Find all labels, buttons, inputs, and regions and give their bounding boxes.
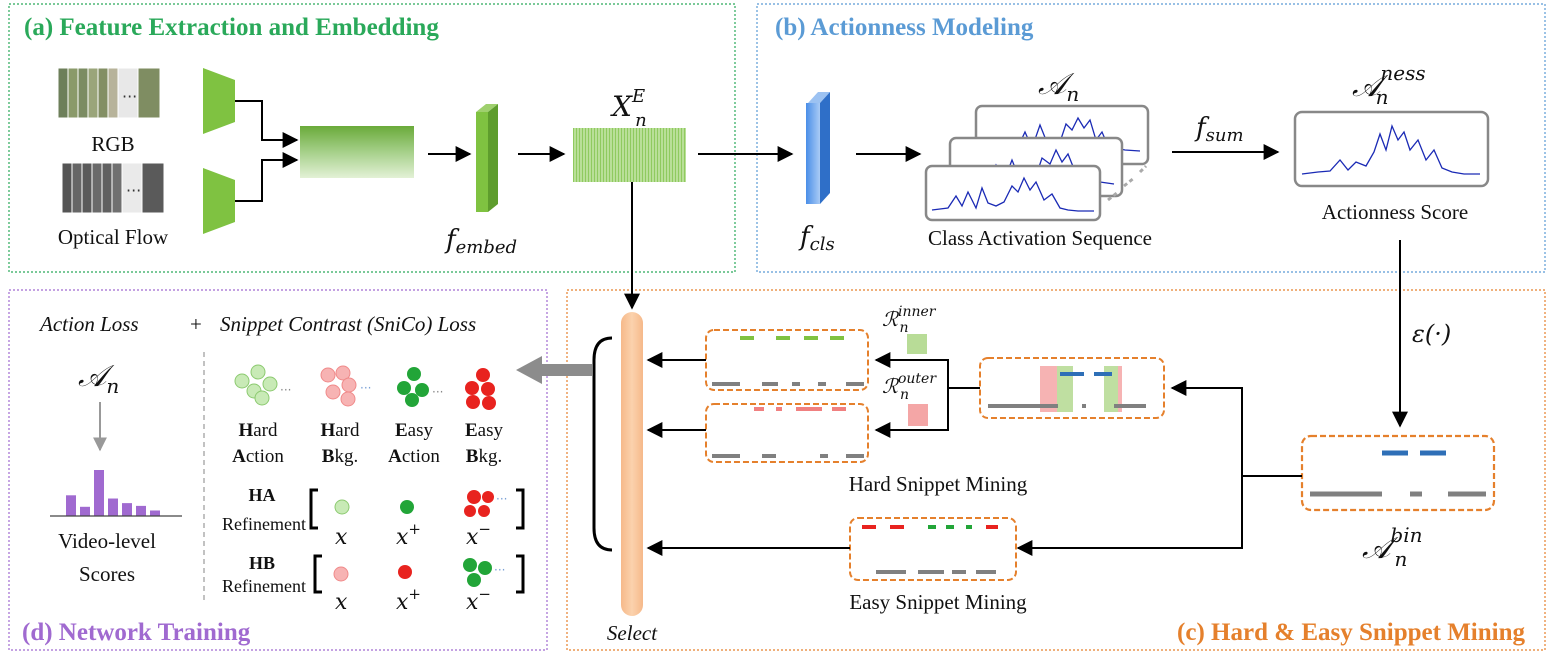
video-score-bar (94, 470, 104, 516)
output-arrow (516, 356, 592, 384)
video-score-bar (122, 503, 132, 516)
ha-x-minus: x− (466, 520, 491, 550)
section-b-title: (b) Actionness Modeling (775, 14, 1034, 41)
easy-action-cluster-icon: ··· (397, 367, 443, 407)
binarized-box (1300, 434, 1496, 512)
select-bar (621, 312, 643, 616)
group-label-line: Hard (320, 420, 360, 441)
f-sum-label: fsum (1194, 113, 1244, 146)
ha-refinement-label: Refinement (222, 514, 306, 534)
group-label-line: Action (232, 446, 284, 467)
actionness-caption: Actionness Score (1322, 200, 1468, 224)
epsilon-label: ε(·) (1412, 320, 1451, 348)
group-label-line: Easy (465, 420, 504, 441)
section-c-title: (c) Hard & Easy Snippet Mining (1177, 619, 1525, 646)
group-label-line: Bkg. (466, 446, 502, 467)
svg-text:···: ··· (280, 383, 291, 397)
flow-label: Optical Flow (58, 225, 169, 249)
hb-x-plus: x+ (396, 585, 421, 615)
section-d-title: (d) Network Training (22, 619, 251, 646)
section-d-frame (8, 289, 548, 651)
r-outer-swatch (908, 404, 928, 426)
section-a-frame (8, 3, 736, 273)
flow-frame-stack: ··· (61, 162, 165, 214)
hb-refinement-label: Refinement (222, 576, 306, 596)
hard-bkg-box (705, 403, 869, 463)
section-c-frame (566, 289, 1546, 651)
rgb-frame-stack: ··· (57, 67, 161, 119)
svg-text:···: ··· (360, 381, 371, 395)
svg-text:···: ··· (494, 563, 505, 577)
cas-label: 𝒜n (1038, 67, 1079, 106)
hb-label: HB (249, 553, 275, 573)
video-score-bar (108, 498, 118, 516)
easy-mining-caption: Easy Snippet Mining (849, 590, 1027, 614)
select-label: Select (607, 621, 658, 645)
hb-x: x (335, 590, 348, 615)
video-score-bar (80, 506, 90, 516)
r-inner-swatch (907, 334, 927, 354)
group-label-line: Action (388, 446, 440, 467)
video-level-text-2: Scores (79, 562, 135, 586)
hard-mining-caption: Hard Snippet Mining (849, 472, 1028, 496)
flow-encoder (203, 168, 235, 234)
group-label-line: Easy (395, 420, 434, 441)
group-label-line: Hard (238, 420, 278, 441)
action-loss-title: Action Loss (38, 312, 139, 336)
f-cls-block (806, 92, 830, 204)
svg-text:···: ··· (496, 492, 507, 506)
svg-text:···: ··· (126, 181, 141, 200)
video-score-bar (136, 505, 146, 516)
video-score-bar (66, 495, 76, 516)
embedded-feature (573, 128, 686, 182)
video-level-text-1: Video-level (58, 529, 156, 553)
svg-text:···: ··· (432, 385, 443, 399)
select-brace (592, 336, 613, 552)
svg-text:···: ··· (122, 87, 137, 106)
ha-x-plus: x+ (396, 520, 421, 550)
group-label-line: Bkg. (322, 446, 358, 467)
video-an-label: 𝒜n (78, 359, 119, 398)
actionness-curve (1301, 123, 1480, 175)
ha-label: HA (249, 485, 276, 505)
actionness-score-box (1293, 110, 1490, 188)
hard-bkg-cluster-icon: ··· (320, 365, 371, 407)
f-embed-label: fembed (444, 225, 517, 258)
video-score-bar (150, 510, 160, 516)
cas-caption: Class Activation Sequence (928, 226, 1152, 250)
cas-stack (924, 104, 1150, 222)
rgb-label: RGB (91, 132, 134, 156)
hard-action-cluster-icon: ··· (234, 364, 291, 406)
rgb-encoder (203, 68, 235, 134)
hb-x-minus: x− (466, 585, 491, 615)
section-a-title: (a) Feature Extraction and Embedding (24, 14, 439, 41)
section-b-frame (756, 3, 1546, 273)
hard-action-box (705, 329, 869, 391)
plus-sign: + (190, 312, 202, 336)
snico-loss-title: Snippet Contrast (SniCo) Loss (220, 312, 476, 336)
video-level-bars (66, 470, 160, 516)
f-cls-label: fcls (798, 222, 835, 255)
ha-x: x (335, 525, 348, 550)
easy-bkg-cluster-icon (465, 368, 496, 410)
f-embed-block (476, 104, 498, 212)
concat-feature (300, 126, 414, 178)
